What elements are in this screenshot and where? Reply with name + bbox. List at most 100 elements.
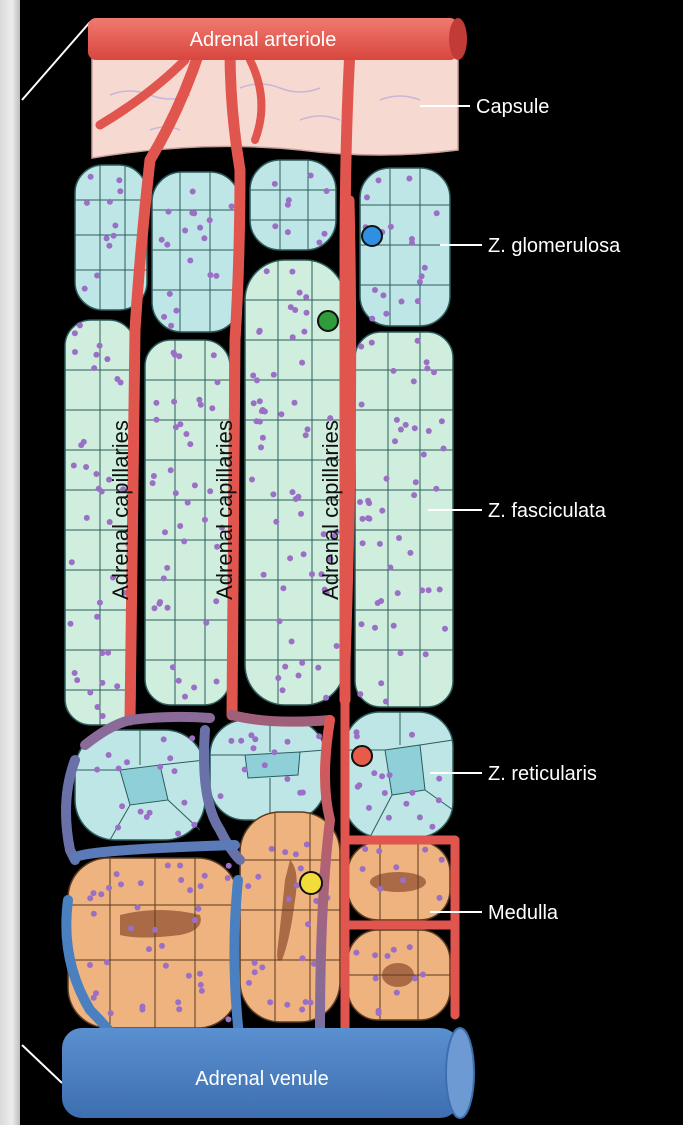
nucleus-dot <box>409 790 415 796</box>
nucleus-dot <box>107 199 113 205</box>
nucleus-dot <box>187 441 193 447</box>
nucleus-dot <box>150 480 156 486</box>
nucleus-dot <box>394 990 400 996</box>
nucleus-dot <box>376 177 382 183</box>
nucleus-dot <box>116 177 122 183</box>
nucleus-dot <box>359 402 365 408</box>
venule-label: Adrenal venule <box>195 1068 328 1090</box>
nucleus-dot <box>199 988 205 994</box>
nucleus-dot <box>391 368 397 374</box>
nucleus-dot <box>225 1016 231 1022</box>
nucleus-dot <box>94 614 100 620</box>
nucleus-dot <box>238 738 244 744</box>
nucleus-dot <box>267 999 273 1005</box>
nucleus-dot <box>391 947 397 953</box>
nucleus-dot <box>358 344 364 350</box>
nucleus-dot <box>154 417 160 423</box>
nucleus-dot <box>116 766 122 772</box>
nucleus-dot <box>112 223 118 229</box>
nucleus-dot <box>152 927 158 933</box>
nucleus-dot <box>139 1007 145 1013</box>
nucleus-dot <box>353 950 359 956</box>
capillary-label-2: Adrenal capillaries <box>212 420 237 600</box>
nucleus-dot <box>292 400 298 406</box>
nucleus-dot <box>362 846 368 852</box>
nucleus-dot <box>108 1010 114 1016</box>
nucleus-dot <box>198 883 204 889</box>
nucleus-dot <box>434 210 440 216</box>
nucleus-dot <box>182 694 188 700</box>
nucleus-dot <box>165 863 171 869</box>
nucleus-dot <box>393 864 399 870</box>
nucleus-dot <box>248 732 254 738</box>
nucleus-dot <box>124 759 130 765</box>
nucleus-dot <box>255 874 261 880</box>
nucleus-dot <box>354 729 360 735</box>
nucleus-dot <box>391 623 397 629</box>
nucleus-dot <box>135 905 141 911</box>
medulla-label: Medulla <box>488 902 559 924</box>
nucleus-dot <box>196 397 202 403</box>
nucleus-dot <box>376 848 382 854</box>
nucleus-dot <box>421 452 427 458</box>
nucleus-dot <box>187 887 193 893</box>
nucleus-dot <box>271 372 277 378</box>
nucleus-dot <box>406 176 412 182</box>
nucleus-dot <box>83 464 89 470</box>
pointer-line-top <box>22 22 90 100</box>
fasciculata-label: Z. fasciculata <box>488 500 607 522</box>
nucleus-dot <box>366 805 372 811</box>
medulla-marker <box>300 872 322 894</box>
nucleus-dot <box>365 515 371 521</box>
nucleus-dot <box>249 477 255 483</box>
nucleus-dot <box>272 181 278 187</box>
nucleus-dot <box>292 307 298 313</box>
nucleus-dot <box>417 279 423 285</box>
nucleus-dot <box>357 499 363 505</box>
nucleus-dot <box>412 425 418 431</box>
nucleus-dot <box>299 1007 305 1013</box>
nucleus-dot <box>424 365 430 371</box>
nucleus-dot <box>165 605 171 611</box>
nucleus-dot <box>186 973 192 979</box>
nucleus-dot <box>357 691 363 697</box>
nucleus-dot <box>323 695 329 701</box>
nucleus-dot <box>257 398 263 404</box>
nucleus-dot <box>251 745 257 751</box>
nucleus-dot <box>287 555 293 561</box>
nucleus-dot <box>301 329 307 335</box>
nucleus-dot <box>151 473 157 479</box>
nucleus-dot <box>99 489 105 495</box>
nucleus-dot <box>383 699 389 705</box>
nucleus-dot <box>426 428 432 434</box>
nucleus-dot <box>417 814 423 820</box>
nucleus-dot <box>87 895 93 901</box>
nucleus-dot <box>439 418 445 424</box>
nucleus-dot <box>297 290 303 296</box>
nucleus-dot <box>250 373 256 379</box>
nucleus-dot <box>167 755 173 761</box>
nucleus-dot <box>422 265 428 271</box>
nucleus-dot <box>84 515 90 521</box>
nucleus-dot <box>181 800 187 806</box>
nucleus-dot <box>106 243 112 249</box>
nucleus-dot <box>173 490 179 496</box>
nucleus-dot <box>69 559 75 565</box>
nucleus-dot <box>201 235 207 241</box>
nucleus-dot <box>146 946 152 952</box>
nucleus-dot <box>259 964 265 970</box>
nucleus-dot <box>114 871 120 877</box>
nucleus-dot <box>91 890 97 896</box>
nucleus-dot <box>442 626 448 632</box>
nucleus-dot <box>176 1006 182 1012</box>
nucleus-dot <box>117 188 123 194</box>
nucleus-dot <box>395 590 401 596</box>
nucleus-dot <box>282 849 288 855</box>
adrenal-venule: Adrenal venule <box>62 1028 474 1118</box>
nucleus-dot <box>190 189 196 195</box>
nucleus-dot <box>229 203 235 209</box>
nucleus-dot <box>260 435 266 441</box>
nucleus-dot <box>173 308 179 314</box>
nucleus-dot <box>88 174 94 180</box>
